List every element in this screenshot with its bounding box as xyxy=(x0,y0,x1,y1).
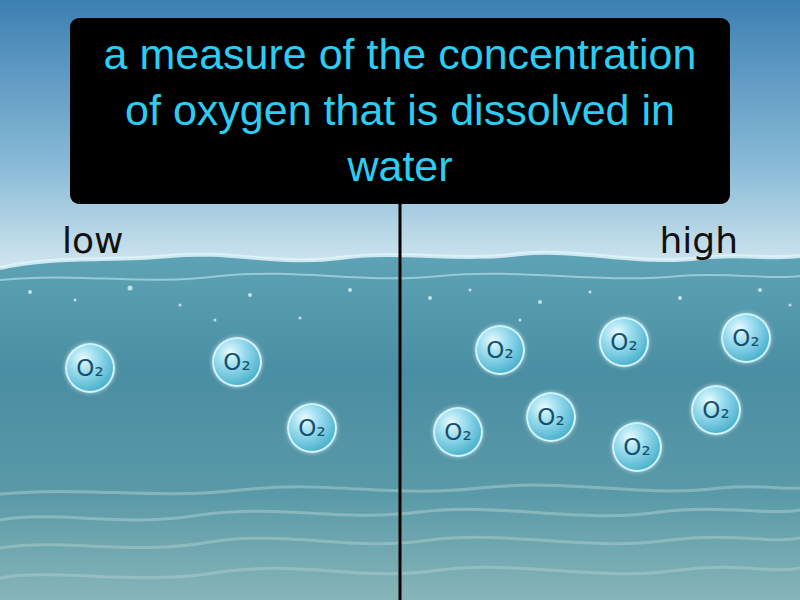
definition-text: a measure of the concentration of oxygen… xyxy=(84,26,716,194)
oxygen-bubble: O₂ xyxy=(212,337,262,387)
divider-line xyxy=(399,202,402,600)
molecule-label: O₂ xyxy=(298,415,325,441)
oxygen-bubble: O₂ xyxy=(691,385,741,435)
oxygen-bubble: O₂ xyxy=(526,392,576,442)
oxygen-bubble: O₂ xyxy=(599,317,649,367)
level-label: low xyxy=(62,220,123,261)
molecule-label: O₂ xyxy=(702,397,729,423)
molecule-label: O₂ xyxy=(223,349,250,375)
oxygen-bubble: O₂ xyxy=(612,422,662,472)
oxygen-bubble: O₂ xyxy=(287,403,337,453)
level-label: high xyxy=(660,220,739,261)
molecule-label: O₂ xyxy=(610,329,637,355)
oxygen-bubble: O₂ xyxy=(433,407,483,457)
molecule-label: O₂ xyxy=(623,434,650,460)
molecule-label: O₂ xyxy=(76,355,103,381)
molecule-label: O₂ xyxy=(444,419,471,445)
molecule-label: O₂ xyxy=(537,404,564,430)
molecule-label: O₂ xyxy=(486,337,513,363)
oxygen-bubble: O₂ xyxy=(65,343,115,393)
molecule-label: O₂ xyxy=(732,325,759,351)
oxygen-bubble: O₂ xyxy=(721,313,771,363)
oxygen-bubble: O₂ xyxy=(475,325,525,375)
definition-box: a measure of the concentration of oxygen… xyxy=(70,18,730,204)
